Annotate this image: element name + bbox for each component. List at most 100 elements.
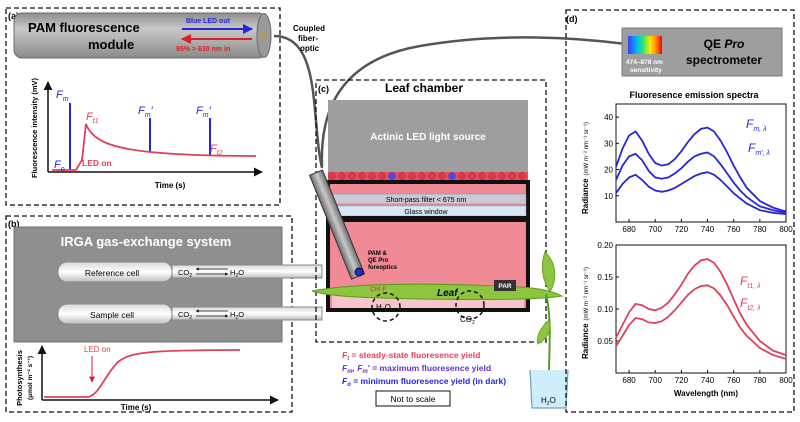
chart-d2-x-label: Wavelength (nm) (674, 389, 738, 398)
leaf-label: Leaf (437, 288, 459, 299)
x-tick-label: 780 (753, 376, 767, 385)
x-tick-label: 740 (701, 376, 715, 385)
y-tick-label: 0.05 (597, 337, 613, 346)
sample-tube (171, 306, 323, 321)
led-dot (468, 172, 476, 180)
not-to-scale-label: Not to scale (391, 394, 436, 404)
x-tick-label: 800 (779, 376, 793, 385)
led-dot (458, 172, 466, 180)
led-dot (338, 172, 346, 180)
panel-a-border (5, 7, 281, 206)
glass-window-label: Glass window (404, 209, 448, 216)
co2-gas-circle (455, 290, 485, 320)
x-tick-label: 740 (701, 225, 715, 234)
panel-d: (d) 474–878 nm sensitivity QE Pro spectr… (565, 9, 795, 413)
pam-module-title-line1: PAM fluorescence (28, 20, 140, 35)
fmp2-label: Fm′ (196, 105, 212, 119)
photosynthesis-trace (44, 349, 241, 398)
not-to-scale-box (375, 390, 451, 407)
y-tick-label: 30 (604, 139, 613, 148)
foreoptics-label-line1: PAM & (368, 251, 388, 257)
fm-label: Fm (56, 89, 69, 103)
chart-b-y-label-line2: (μmol m⁻² s⁻¹) (27, 356, 34, 400)
x-tick-label: 720 (675, 225, 689, 234)
y-tick-label: 0.20 (597, 241, 613, 250)
x-tick-label: 760 (727, 225, 741, 234)
led-dot (428, 172, 436, 180)
red-band-label: 95% > 630 nm in (176, 46, 230, 53)
pam-module-cap (256, 13, 272, 58)
led-on-label-a: LED on (82, 158, 112, 168)
water-vial-label: H2O (541, 396, 556, 407)
led-on-label-b: LED on (84, 345, 111, 354)
h2o-label-b: H2O (230, 310, 244, 321)
label-ft1-lambda: Ft1, λ (740, 274, 761, 290)
y-tick-label: 0.10 (597, 305, 613, 314)
foreoptics-probe (308, 169, 366, 280)
led-dot (348, 172, 356, 180)
plant-stem (545, 293, 551, 379)
series-line-2 (615, 171, 787, 215)
label-fmp-lambda: Fm′, λ (748, 141, 770, 157)
co2-label-b: CO2 (178, 310, 192, 321)
led-dot (518, 172, 526, 180)
h2o-gas-label: H2O (376, 303, 391, 314)
led-dot (408, 172, 416, 180)
panel-a-tag: (a) (8, 11, 19, 21)
x-tick-label: 680 (622, 225, 636, 234)
x-tick-label: 720 (675, 376, 689, 385)
y-tick-label: 20 (604, 166, 613, 175)
chl-f-label: Chl F (370, 286, 386, 293)
spectra-title: Fluoresence emission spectra (629, 90, 759, 100)
led-dot (378, 172, 386, 180)
fiber-label-line2: fiber- (298, 34, 318, 43)
reference-tube (171, 264, 323, 279)
water-vial (529, 369, 569, 409)
plant-leaf-upper (541, 251, 556, 293)
co2-gas-label: CO2 (460, 315, 475, 326)
panel-a: (a) PAM fluorescence module Blue LED out… (5, 7, 281, 206)
fiber-label-line3: optic (300, 44, 320, 53)
panel-c-tag: (c) (318, 84, 329, 94)
h2o-label-a: H2O (230, 268, 244, 279)
legend-fm: Fm, Fm′ = maximum fluoresence yield (342, 363, 491, 375)
x-tick-label: 680 (622, 376, 636, 385)
led-dot (388, 172, 396, 180)
led-dot (418, 172, 426, 180)
y-tick-label: 10 (604, 192, 613, 201)
series-line-0 (615, 258, 787, 356)
label-fm-lambda: Fm, λ (746, 117, 767, 133)
fmp1-label: Fm′ (138, 105, 154, 119)
chart-d2-y-label: Radiance(mW m⁻² nm⁻¹ sr⁻¹) (581, 267, 590, 359)
foreoptics-label-line2: QE Pro (368, 258, 389, 264)
par-label: PAR (498, 283, 512, 290)
probe-tip (354, 267, 364, 277)
legend-ft: Ft = steady-state fluoresence yield (342, 350, 480, 362)
h2o-gas-circle (371, 292, 401, 322)
actinic-light-label: Actinic LED light source (370, 132, 486, 143)
chl-f-side-label: Chl F (260, 32, 266, 44)
chart-b-y-label-line1: Photosynthesis (15, 350, 24, 406)
x-tick-label: 760 (727, 376, 741, 385)
spectrometer-spectrum (628, 36, 662, 54)
fiber-optic-cable (273, 34, 324, 169)
led-dot (358, 172, 366, 180)
plant-leaf-lower (537, 319, 551, 345)
led-dot (508, 172, 516, 180)
fo-label: Fo (54, 159, 65, 173)
reference-cell-label: Reference cell (85, 268, 139, 278)
irga-title: IRGA gas-exchange system (61, 234, 232, 249)
led-dot (478, 172, 486, 180)
y-tick-label: 0.15 (597, 273, 613, 282)
legend-fo: Fo = minimum fluoresence yield (in dark) (342, 376, 506, 388)
led-dot (488, 172, 496, 180)
series-line-1 (615, 151, 787, 214)
series-line-1 (615, 284, 787, 360)
led-dot (398, 172, 406, 180)
par-sensor (494, 280, 516, 291)
y-tick-label: 40 (604, 113, 613, 122)
short-pass-filter-label: Short-pass filter < 675 nm (386, 197, 467, 204)
fluorescence-trace (52, 123, 257, 171)
